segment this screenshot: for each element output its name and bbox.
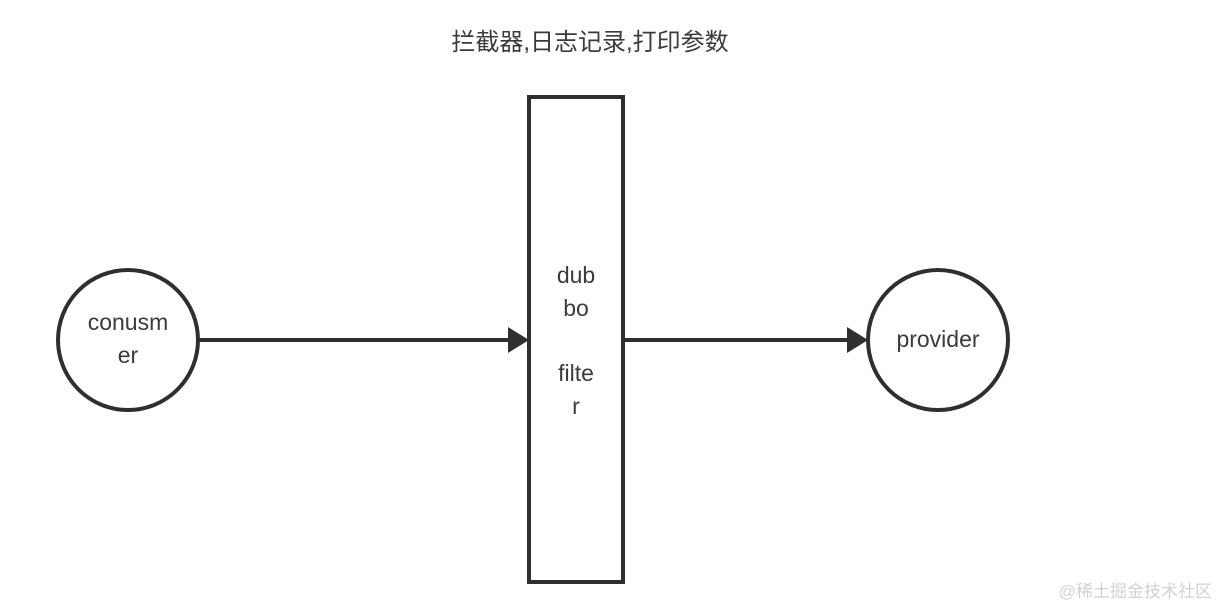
node-consumer-label-line-2: er [118, 342, 139, 368]
node-consumer-circle[interactable] [56, 268, 200, 412]
node-dubbo-filter-label-line-2: bo [563, 295, 589, 321]
node-dubbo-filter-rect[interactable] [527, 95, 625, 584]
watermark: @稀土掘金技术社区 [1059, 582, 1212, 601]
node-provider-circle[interactable] [866, 268, 1010, 412]
node-consumer[interactable]: conusm er [56, 268, 200, 412]
arrowhead-icon [508, 327, 529, 353]
node-consumer-label-line-1: conusm [88, 309, 169, 335]
node-dubbo-filter[interactable]: dub bo filte r [527, 95, 625, 584]
arrowhead-icon [847, 327, 868, 353]
node-provider[interactable]: provider [866, 268, 1010, 412]
node-provider-label: provider [896, 326, 979, 352]
node-dubbo-filter-label-line-4: filte [558, 360, 594, 386]
edge-filter-to-provider [623, 327, 868, 353]
node-dubbo-filter-label-line-5: r [572, 393, 580, 419]
diagram-title: 拦截器,日志记录,打印参数 [451, 29, 728, 56]
node-dubbo-filter-label-line-1: dub [557, 262, 595, 288]
edge-consumer-to-filter [199, 327, 529, 353]
